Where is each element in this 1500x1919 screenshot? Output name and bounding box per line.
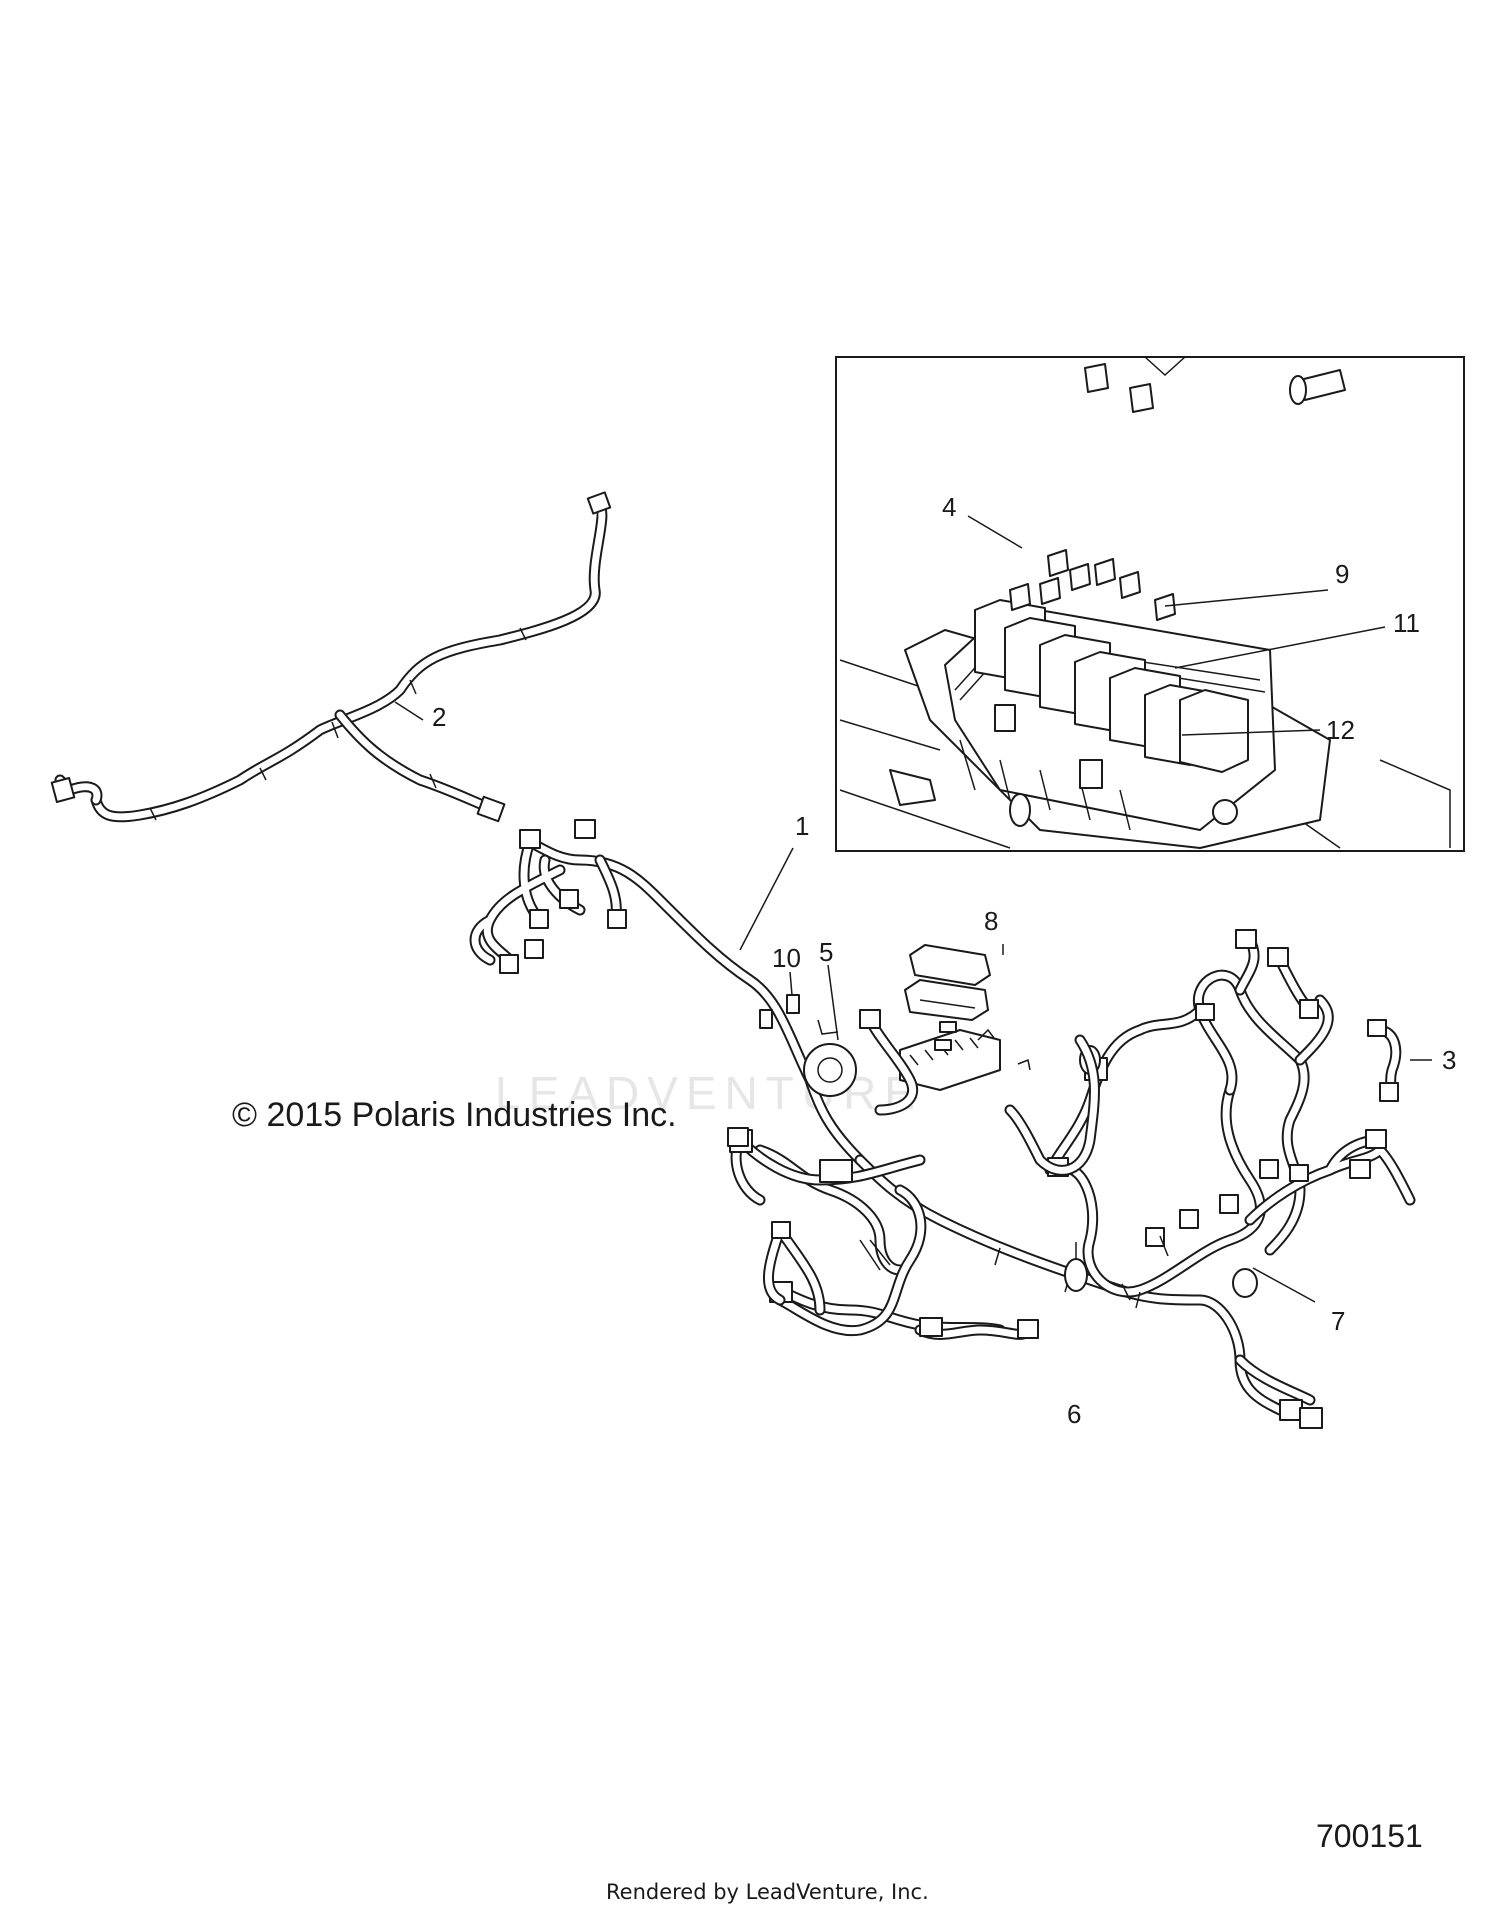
callout-6: 6 [1067, 1399, 1081, 1429]
callout-2: 2 [432, 702, 446, 732]
leader-lines [394, 701, 1316, 1303]
fuse-box-lid-item-8 [904, 944, 1031, 1071]
callout-12: 12 [1326, 715, 1355, 745]
misc-connectors [727, 1009, 1169, 1316]
callout-8: 8 [984, 906, 998, 936]
diagram-number: 700151 [1316, 1818, 1423, 1854]
callout-9: 9 [1335, 559, 1349, 589]
callout-11: 11 [1393, 608, 1420, 638]
callout-4: 4 [942, 492, 956, 522]
render-credit: Rendered by LeadVenture, Inc. [606, 1880, 929, 1904]
ring-item-6 [1064, 1258, 1258, 1298]
callout-labels: 1 2 3 4 5 6 7 8 9 10 11 12 [432, 492, 1456, 1429]
fuse-block-item-5 [803, 1019, 1001, 1097]
callout-5: 5 [819, 937, 833, 967]
harness-item-3 [1367, 1019, 1432, 1102]
fuse-set [1009, 363, 1176, 621]
callout-10: 10 [772, 943, 801, 973]
fuse-box-inset [835, 356, 1465, 852]
harness-item-2 [50, 491, 612, 823]
relay-row [974, 599, 1249, 773]
clip-item-10 [759, 994, 800, 1029]
harness-item-1 [469, 819, 1416, 1429]
copyright-notice: © 2015 Polaris Industries Inc. [232, 1096, 677, 1134]
callout-1: 1 [795, 811, 809, 841]
callout-7: 7 [1331, 1306, 1345, 1336]
callout-3: 3 [1442, 1045, 1456, 1075]
